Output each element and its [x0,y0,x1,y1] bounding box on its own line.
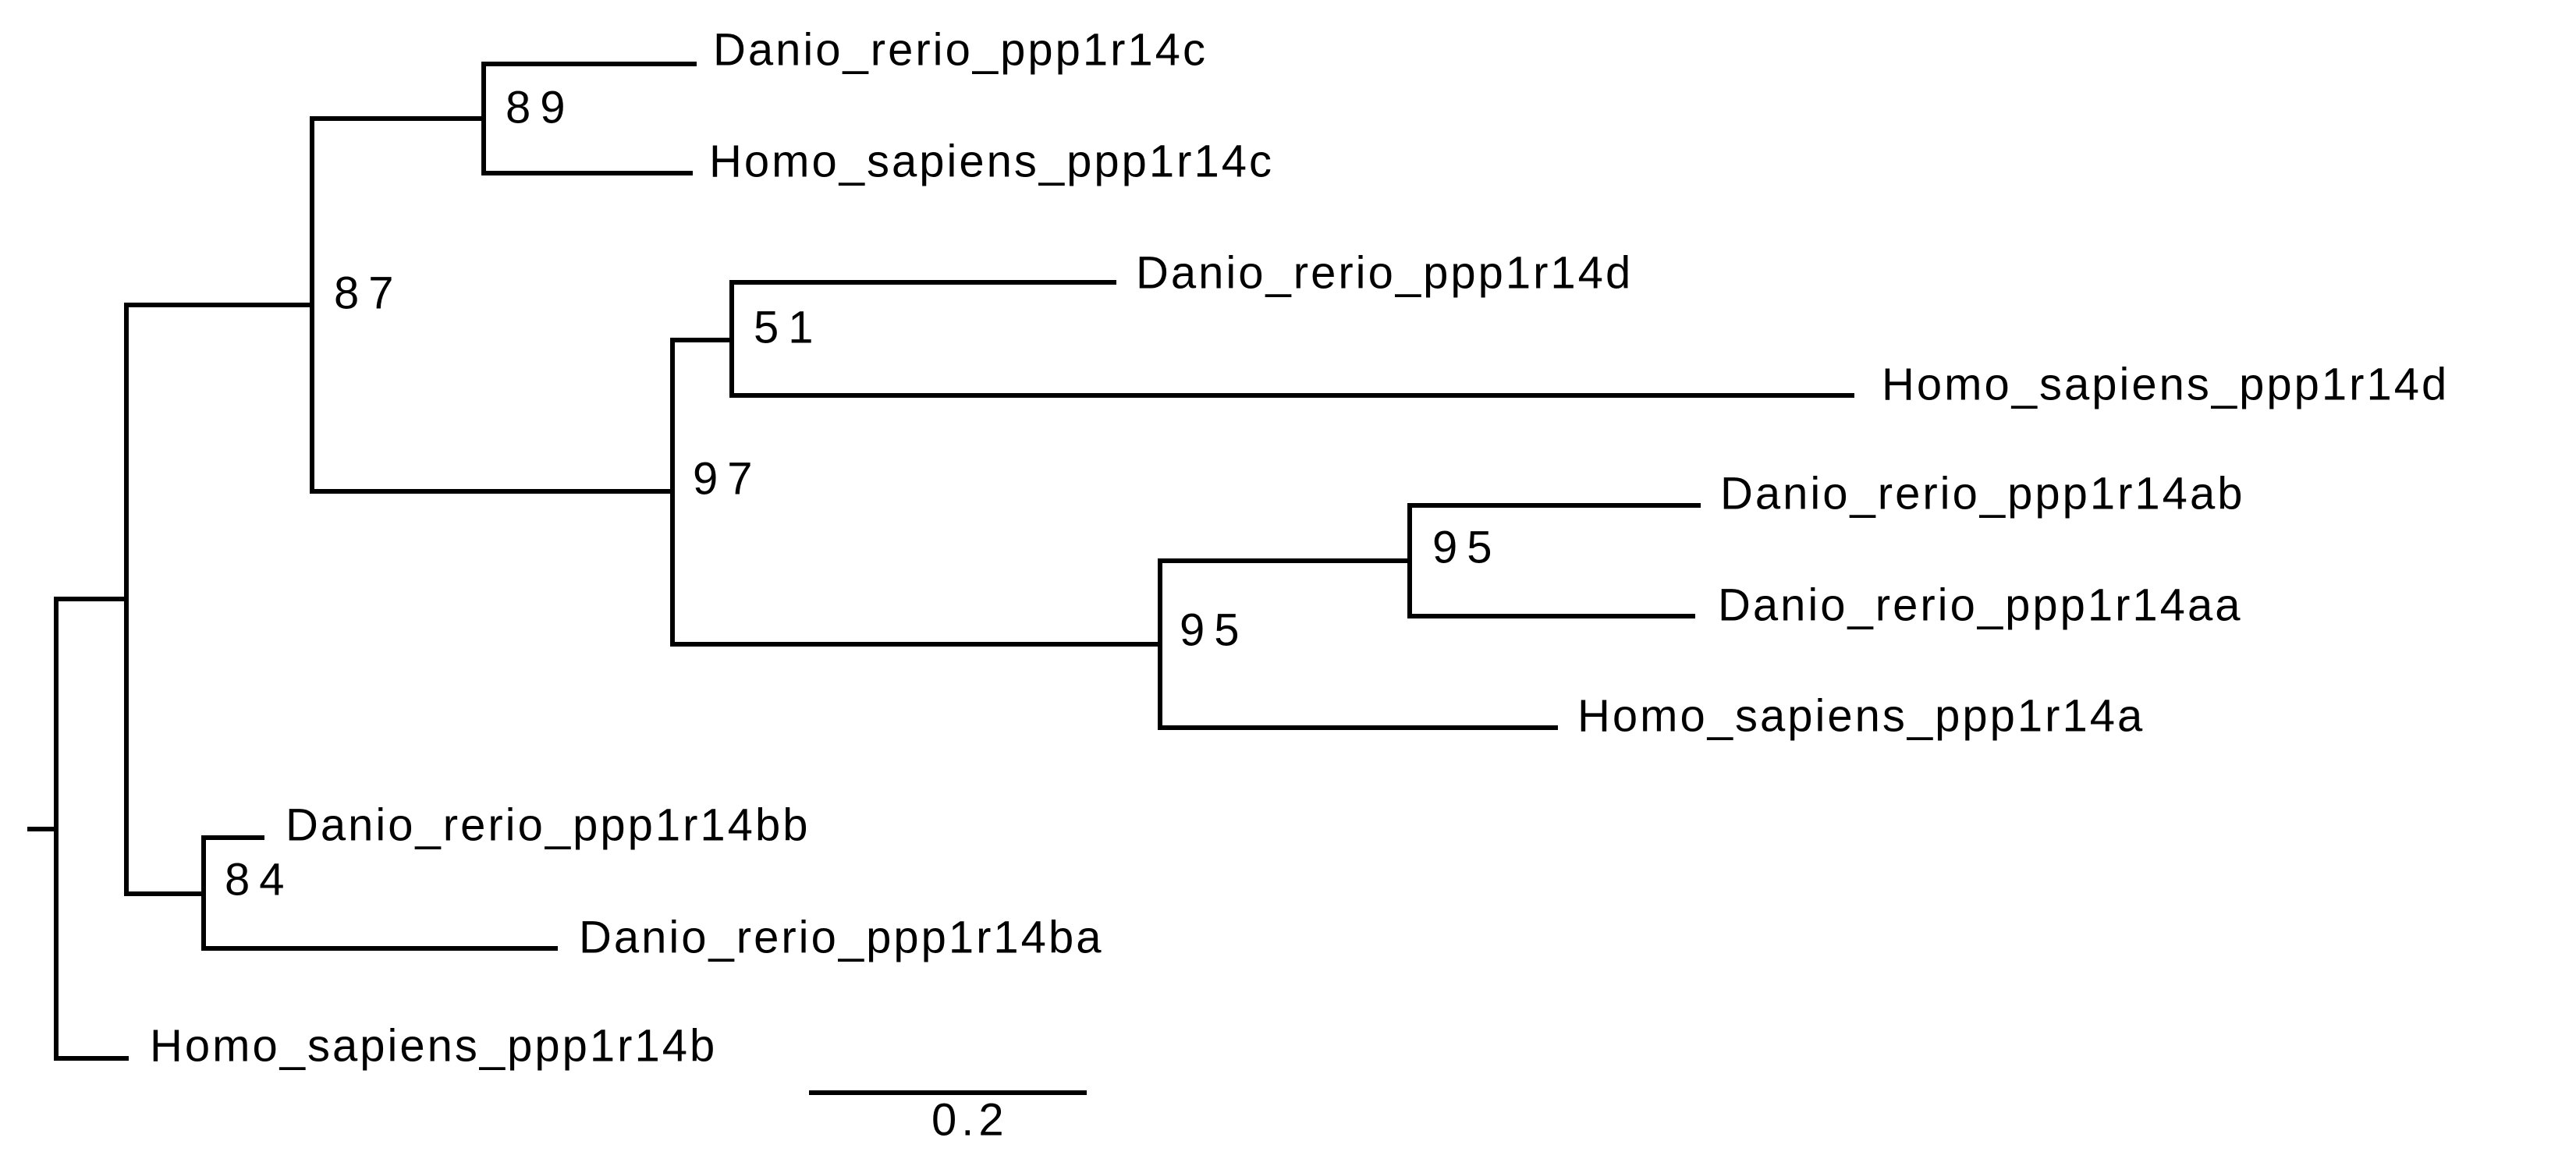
leaf-label: Danio_rerio_ppp1r14bb [286,799,810,850]
leaf-label: Danio_rerio_ppp1r14c [713,24,1208,75]
leaf-label: Homo_sapiens_ppp1r14c [709,136,1274,186]
bootstrap-value: 97 [693,453,762,504]
bootstrap-value: 95 [1180,604,1249,655]
leaf-label: Danio_rerio_ppp1r14ba [579,912,1103,962]
bootstrap-value: 51 [754,302,823,353]
scale-bar-label: 0.2 [931,1094,1009,1145]
leaf-label: Homo_sapiens_ppp1r14a [1577,690,2145,741]
leaf-label: Danio_rerio_ppp1r14aa [1718,579,2242,630]
leaf-label: Homo_sapiens_ppp1r14b [150,1020,717,1071]
bootstrap-value: 84 [225,854,294,905]
leaf-label: Homo_sapiens_ppp1r14d [1882,359,2449,409]
bootstrap-value: 95 [1432,522,1502,572]
leaf-label: Danio_rerio_ppp1r14d [1136,247,1633,298]
bootstrap-value: 87 [334,268,403,318]
bootstrap-value: 89 [506,82,575,133]
leaf-label: Danio_rerio_ppp1r14ab [1720,468,2244,519]
